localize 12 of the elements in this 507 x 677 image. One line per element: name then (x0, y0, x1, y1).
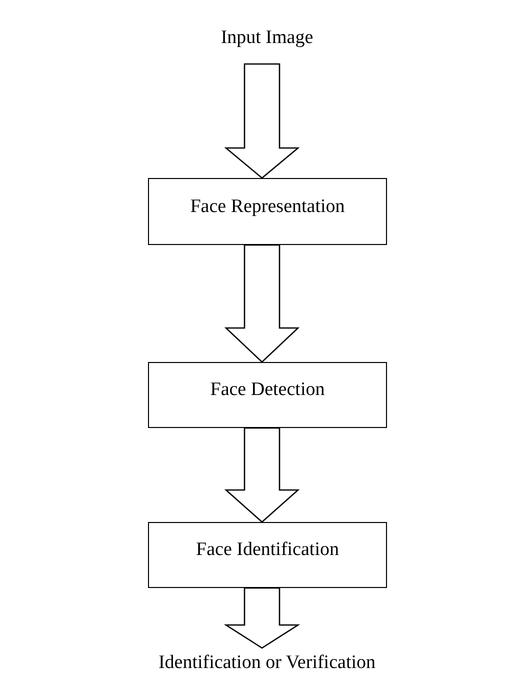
process-box (148, 178, 387, 245)
box-label: Face Detection (210, 379, 325, 401)
flow-label: Identification or Verification (158, 652, 376, 674)
block-arrow (224, 427, 300, 523)
box-label: Face Representation (190, 196, 345, 218)
process-box (148, 522, 387, 588)
process-box (148, 362, 387, 428)
box-label: Face Identification (196, 539, 339, 561)
block-arrow (224, 63, 300, 179)
flow-label: Input Image (220, 27, 314, 49)
block-arrow (224, 244, 300, 363)
block-arrow (224, 587, 300, 649)
